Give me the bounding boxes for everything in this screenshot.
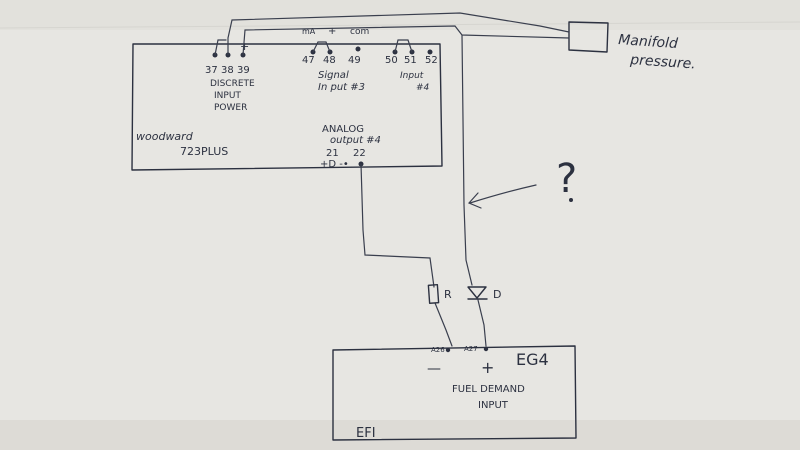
pin-48: 48 (323, 55, 336, 66)
diode-label: D (493, 288, 501, 301)
power-label-line-2: INPUT (214, 91, 241, 101)
analog-label-line-2: output #4 (330, 135, 381, 146)
pin-50: 50 (385, 55, 398, 66)
sensor-label-line-1: Manifold (618, 32, 679, 52)
diode-d: D (467, 286, 501, 301)
input4-label-line-2: #4 (416, 83, 430, 93)
wire-to-diode (461, 34, 473, 286)
resistor-r: R (427, 283, 452, 304)
signal-ma-label: mA (302, 27, 316, 36)
woodward-controller-box (131, 43, 443, 171)
pin-37: 37 (205, 65, 218, 76)
efi-model: EG4 (516, 350, 549, 369)
resistor-label: R (444, 288, 452, 301)
input4-label-line-1: Input (400, 71, 424, 81)
analog-label-line-1: ANALOG (322, 124, 364, 135)
wire-plus-to-sensor (242, 25, 570, 56)
analog-pin-21: 21 (326, 148, 339, 159)
efi-pin-a27: A27 (464, 345, 478, 353)
pin-49: 49 (348, 55, 361, 66)
pin-group-input-4: 50 51 52 Input #4 (385, 49, 438, 93)
pin-52: 52 (425, 55, 438, 66)
power-plus-sign: + (240, 40, 249, 53)
pin-38: 38 (221, 65, 234, 76)
pin-51: 51 (404, 55, 417, 66)
question-annotation: ? (467, 156, 577, 209)
manifold-pressure-sensor: Manifold pressure. (568, 21, 697, 73)
pin-group-signal-input-3: mA + com 47 48 49 Signal In put #3 (302, 26, 369, 93)
wire-power-to-sensor (227, 12, 570, 56)
sensor-label-line-2: pressure. (629, 52, 697, 73)
efi-input-label-line-1: FUEL DEMAND (452, 384, 525, 395)
wiring (214, 12, 570, 347)
signal-label-line-2: In put #3 (318, 82, 365, 93)
efi-minus-sign: — (427, 361, 441, 377)
analog-pin-22: 22 (353, 148, 366, 159)
wire-resistor-to-efi (434, 302, 453, 347)
power-label-line-1: DISCRETE (210, 79, 255, 89)
wire-analog-to-resistor (360, 163, 435, 288)
woodward-brand-labels: woodward 723PLUS (136, 130, 228, 158)
efi-plus-sign: + (481, 358, 494, 377)
woodward-brand: woodward (136, 130, 194, 143)
woodward-model: 723PLUS (180, 145, 228, 158)
signal-label-line-1: Signal (318, 70, 349, 81)
wire-diode-to-efi (477, 299, 487, 347)
pin-47: 47 (302, 55, 315, 66)
question-mark: ? (556, 156, 577, 202)
signal-com-label: com (350, 27, 369, 37)
efi-input-label-line-2: INPUT (478, 400, 509, 411)
efi-box: EFI EG4 A26 A27 — + FUEL DEMAND INPUT (332, 345, 577, 441)
efi-title: EFI (356, 426, 376, 441)
signal-plus-label: + (328, 26, 336, 37)
efi-pin-a26: A26 (431, 346, 445, 354)
power-label-line-3: POWER (214, 103, 247, 113)
pin-39: 39 (237, 65, 250, 76)
pin-group-discrete-power: 37 38 39 + DISCRETE INPUT POWER (205, 40, 255, 113)
analog-polarity: +D -• (320, 159, 349, 170)
